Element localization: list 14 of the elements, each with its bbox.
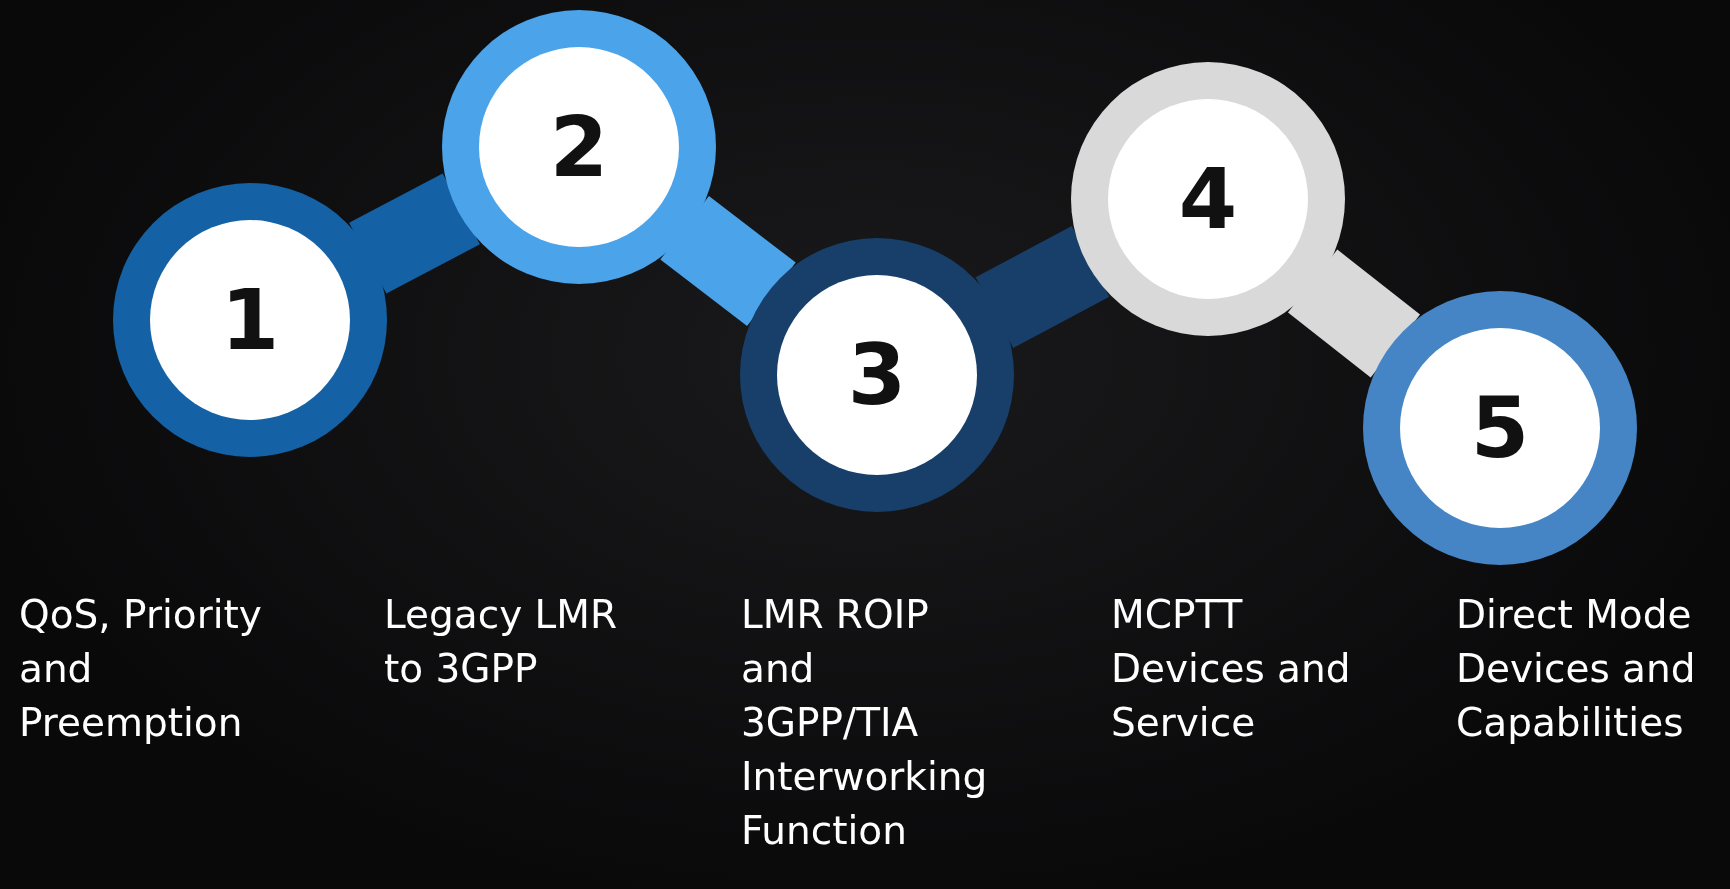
step-number: 3: [777, 275, 977, 475]
step-number: 5: [1400, 328, 1600, 528]
connector-band: [660, 196, 796, 326]
step-label: LMR ROIP and 3GPP/TIA Interworking Function: [741, 591, 989, 855]
step-label: Legacy LMR to 3GPP: [384, 591, 619, 693]
step-label: Direct Mode Devices and Capabilities: [1456, 591, 1697, 747]
connector-band: [1288, 249, 1420, 378]
step-number: 2: [479, 47, 679, 247]
step-label: MCPTT Devices and Service: [1111, 591, 1352, 747]
step-label: QoS, Priority and Preemption: [19, 591, 263, 747]
step-number: 1: [150, 220, 350, 420]
connector-band: [975, 226, 1110, 348]
connector-band: [349, 173, 480, 294]
step-number: 4: [1108, 99, 1308, 299]
